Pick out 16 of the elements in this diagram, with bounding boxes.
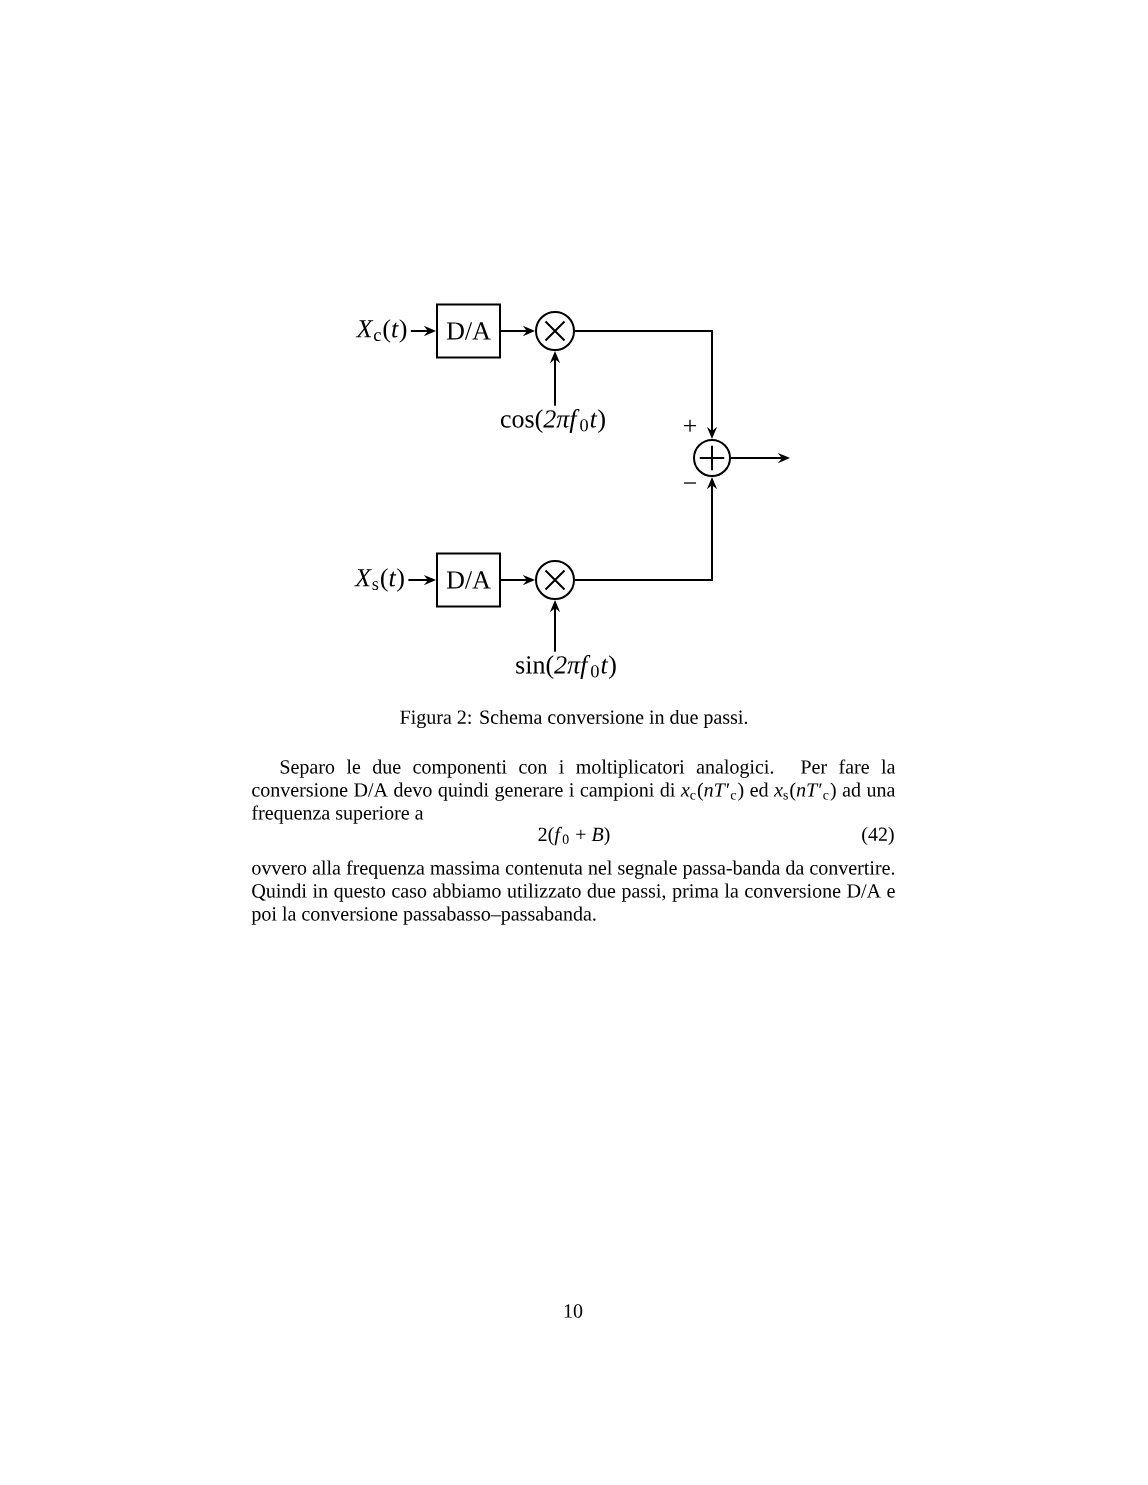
carrier-label: cos(2πf$_{0}$t) bbox=[500, 409, 605, 433]
converter-box: D/A bbox=[436, 303, 501, 359]
summing-circle bbox=[693, 439, 731, 477]
sign-label: − bbox=[683, 482, 697, 484]
figure-caption: Figura 2: Schema conversione in due passi. bbox=[400, 709, 748, 729]
converter-box: D/A bbox=[436, 552, 501, 608]
multiplier-circle bbox=[535, 311, 575, 351]
equation: 2(f$_{0}$ + B) bbox=[538, 826, 610, 846]
carrier-label: sin(2πf$_{0}$t) bbox=[516, 655, 616, 679]
paragraph: ovvero alla frequenza massima contenuta nel segnale passa-banda da convertire. Quindi in questo caso abbiamo utilizzato due passi, prima la conversione D/A e poi la conversione passabasso–passabanda. bbox=[251, 860, 895, 925]
multiplier-circle bbox=[535, 560, 575, 600]
input-label: X$_{c}$(t) bbox=[355, 319, 407, 343]
sign-label: + bbox=[683, 419, 697, 432]
input-label: X$_{s}$(t) bbox=[354, 568, 404, 592]
equation-number: (42) bbox=[862, 826, 894, 846]
page-number: 10 bbox=[564, 1304, 583, 1318]
